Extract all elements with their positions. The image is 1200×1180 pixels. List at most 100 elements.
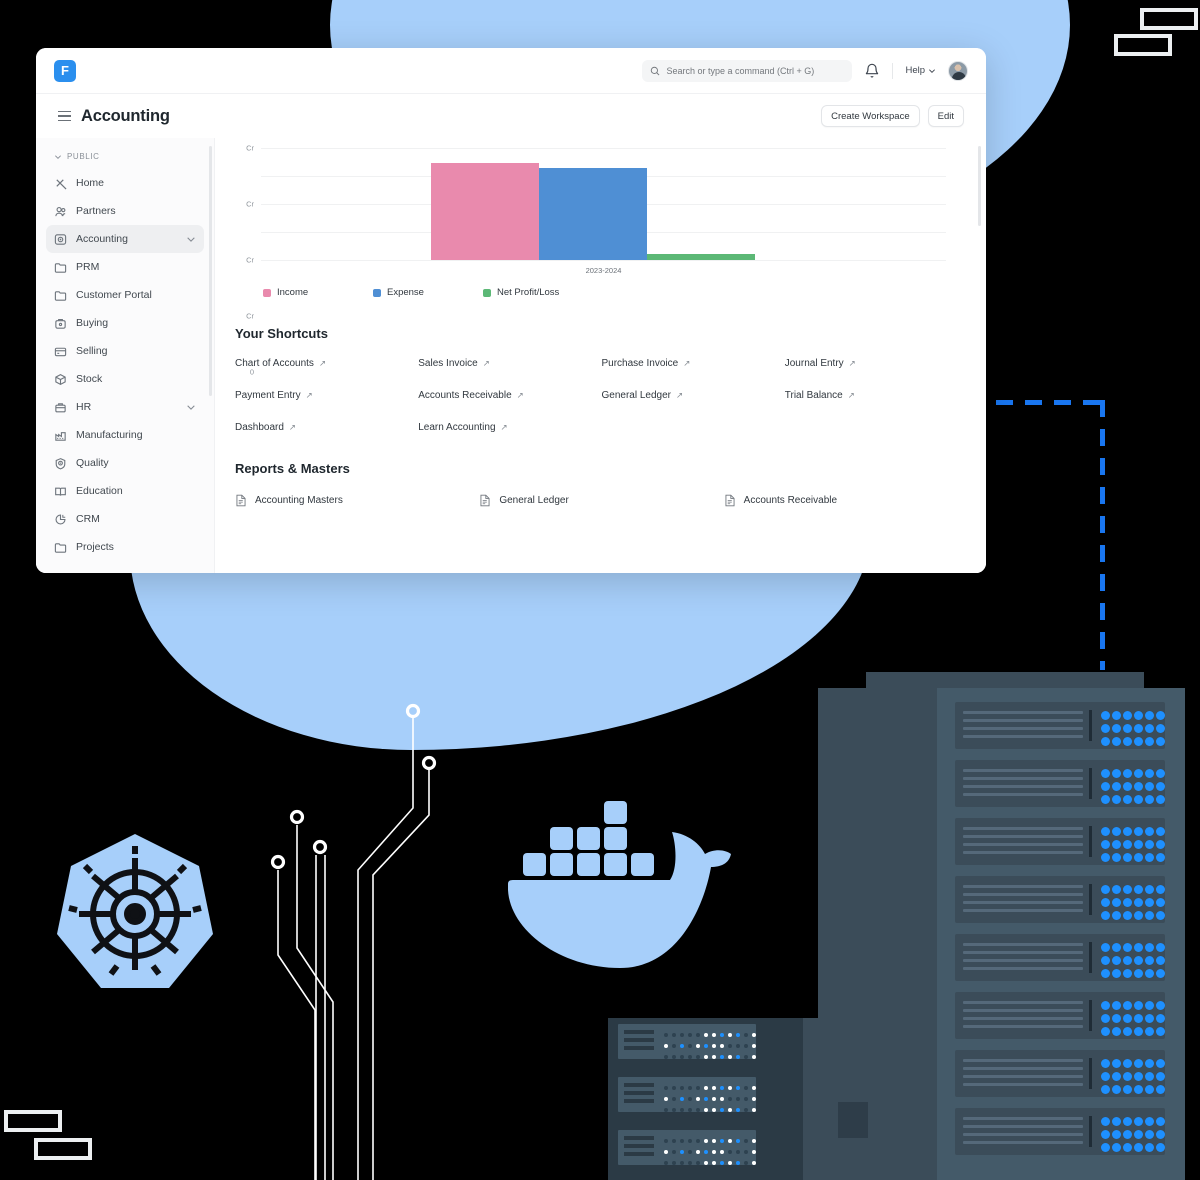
chart-y-tick: Cr [246,311,254,321]
external-link-icon: ↗ [848,358,856,368]
sidebar-scrollbar[interactable] [209,146,212,396]
sidebar-item-label: Projects [76,541,114,553]
legend-swatch [373,288,381,297]
sidebar-item-manufacturing[interactable]: Manufacturing [46,421,204,449]
chart-gridline: 0 [250,260,946,377]
abacus-icon [54,233,67,245]
sidebar-item-label: Manufacturing [76,429,143,441]
chevron-down-icon[interactable] [186,234,196,244]
server-rack-panel-square [838,1102,868,1138]
report-accounting-masters[interactable]: Accounting Masters [235,494,479,507]
sidebar-item-customer-portal[interactable]: Customer Portal [46,281,204,309]
sidebar-item-label: PRM [76,261,100,273]
external-link-icon: ↗ [516,390,524,400]
chart-y-tick: Cr [246,143,254,153]
shortcut-trial-balance[interactable]: Trial Balance ↗ [785,390,968,401]
server-slot-vents [963,769,1083,801]
sidebar-item-home[interactable]: Home [46,169,204,197]
dashed-line-horizontal [996,400,1106,405]
sidebar-item-crm[interactable]: CRM [46,505,204,533]
book-icon [55,487,66,496]
search-input[interactable]: Search or type a command (Ctrl + G) [642,59,853,82]
page-header: Accounting Create Workspace Edit [36,94,986,138]
external-link-icon: ↗ [500,422,508,432]
create-workspace-button[interactable]: Create Workspace [821,105,920,127]
card-icon [54,347,67,356]
server-led-grid [1101,1059,1166,1095]
sidebar-section-public[interactable]: PUBLIC [46,146,204,169]
sidebar-item-label: Accounting [76,233,128,245]
shortcut-accounts-receivable[interactable]: Accounts Receivable↗ [418,390,601,401]
server-slot-vents [963,827,1083,859]
sidebar-item-projects[interactable]: Projects [46,533,204,561]
server-slot [955,818,1165,865]
content-scrollbar[interactable] [978,146,981,226]
sidebar-item-prm[interactable]: PRM [46,253,204,281]
server-slot-divider [1089,768,1092,799]
search-placeholder-text: Search or type a command (Ctrl + G) [666,65,815,76]
docker-whale-icon [508,801,731,968]
chart-bar-income[interactable] [431,162,539,260]
external-link-icon: ↗ [847,390,855,400]
sidebar-item-partners[interactable]: Partners [46,197,204,225]
chart-y-tick: Cr [246,199,254,209]
legend-label: Expense [387,287,424,298]
shortcut-chart-of-accounts[interactable]: Chart of Accounts↗ [235,358,418,369]
avatar[interactable] [948,60,968,81]
server-slot-vents [963,885,1083,917]
legend-item[interactable]: Expense [373,287,483,298]
shortcut-sales-invoice[interactable]: Sales Invoice↗ [418,358,601,369]
shortcut-dashboard[interactable]: Dashboard↗ [235,422,418,433]
document-icon [236,494,246,507]
server-unit-led-grid [662,1137,758,1167]
shortcut-journal-entry[interactable]: Journal Entry ↗ [785,358,968,369]
shortcut-payment-entry[interactable]: Payment Entry↗ [235,390,418,401]
legend-label: Net Profit/Loss [497,287,560,298]
legend-item[interactable]: Net Profit/Loss [483,287,593,298]
sidebar-item-stock[interactable]: Stock [46,365,204,393]
server-rack-large-front [937,688,1185,1180]
chart-x-label: 2023-2024 [585,266,622,275]
server-slot [955,876,1165,923]
bell-icon[interactable] [864,63,880,79]
document-icon [480,494,490,507]
server-rack-small [608,1018,803,1180]
shortcut-purchase-invoice[interactable]: Purchase Invoice↗ [602,358,785,369]
app-logo-icon[interactable]: F [54,59,76,82]
server-slot [955,992,1165,1039]
box-icon [55,373,66,385]
chevron-down-icon[interactable] [186,402,196,412]
search-icon [651,66,660,75]
circuit-traces-icon [270,703,437,1180]
sidebar-item-education[interactable]: Education [46,477,204,505]
sidebar-item-label: CRM [76,513,100,525]
legend-item[interactable]: Income [263,287,373,298]
chart-bar-expense[interactable] [539,168,647,260]
sidebar-item-accounting[interactable]: Accounting [46,225,204,253]
sidebar-item-quality[interactable]: Quality [46,449,204,477]
shortcut-label: Journal Entry [784,358,844,369]
sidebar-item-buying[interactable]: Buying [46,309,204,337]
sidebar-section-label: PUBLIC [67,152,100,161]
chart-y-tick: Cr [246,255,254,265]
shortcut-general-ledger[interactable]: General Ledger↗ [602,390,785,401]
shortcut-label: Trial Balance [784,390,843,401]
server-led-grid [1101,943,1166,979]
app-titlebar: F Search or type a command (Ctrl + G) He… [36,48,986,94]
shortcut-learn-accounting[interactable]: Learn Accounting↗ [418,422,601,433]
chart-bar-net-profit-loss[interactable] [647,254,755,260]
dashed-line-vertical [1100,400,1105,670]
toolbar-divider [892,62,894,79]
server-slot-vents [963,711,1083,743]
help-menu[interactable]: Help [905,65,936,76]
edit-button[interactable]: Edit [927,105,964,127]
report-general-ledger[interactable]: General Ledger [479,494,723,507]
sidebar-item-selling[interactable]: Selling [46,337,204,365]
sidebar-item-hr[interactable]: HR [46,393,204,421]
hamburger-icon[interactable] [58,110,71,122]
target-icon [55,457,66,469]
report-accounts-receivable[interactable]: Accounts Receivable [724,494,968,507]
